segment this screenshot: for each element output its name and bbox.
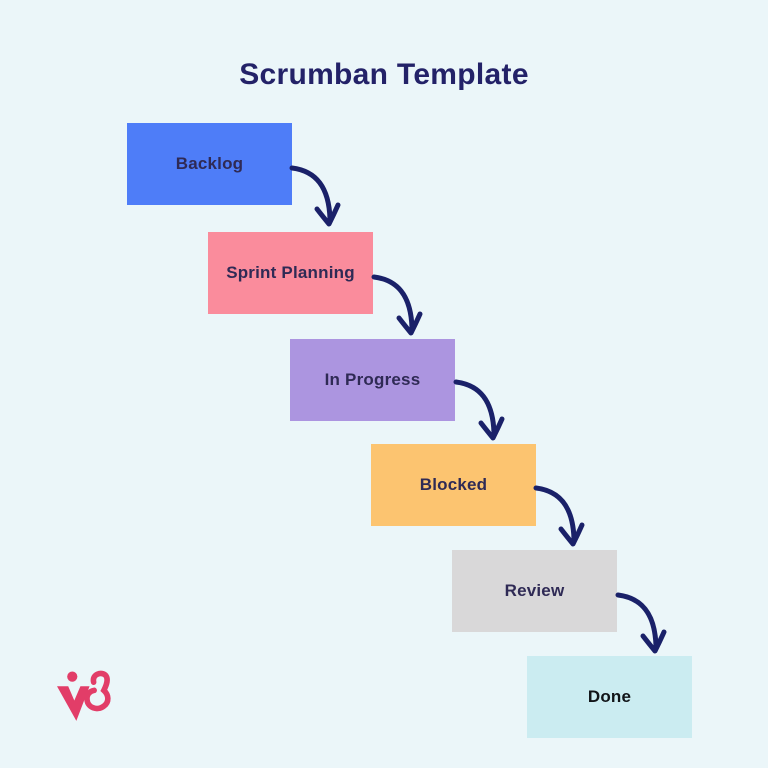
flow-arrow-4: [534, 483, 588, 549]
step-box-done: Done: [527, 656, 692, 738]
step-box-blocked: Blocked: [371, 444, 536, 526]
step-label: Blocked: [419, 475, 488, 494]
step-label: Sprint Planning: [226, 263, 355, 282]
step-box-review: Review: [452, 550, 617, 632]
step-label: Review: [504, 581, 565, 600]
step-label: Done: [587, 687, 632, 706]
step-box-in-progress: In Progress: [290, 339, 455, 421]
flow-arrow-3: [454, 377, 508, 443]
step-box-sprint-planning: Sprint Planning: [208, 232, 373, 314]
flow-arrow-2: [372, 272, 426, 338]
flow-arrow-5: [616, 590, 670, 656]
page-title: Scrumban Template: [239, 58, 529, 91]
step-label: In Progress: [324, 370, 421, 389]
step-box-backlog: Backlog: [127, 123, 292, 205]
step-label: Backlog: [175, 154, 244, 173]
flow-arrow-1: [290, 163, 344, 229]
venngage-logo-icon: [57, 670, 111, 721]
